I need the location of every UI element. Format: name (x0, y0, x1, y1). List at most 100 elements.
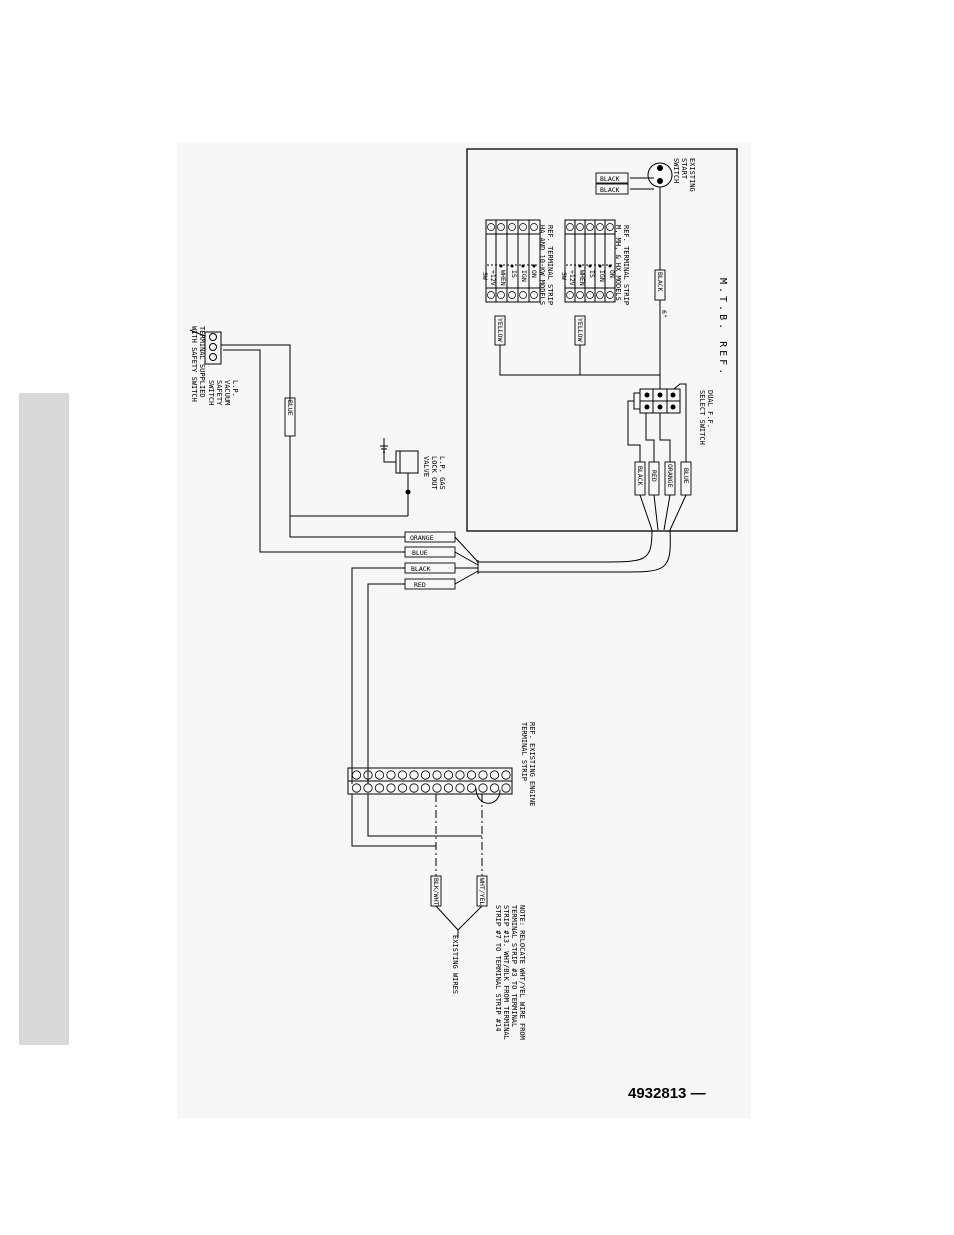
strip-terminal-circle (497, 223, 505, 231)
svg-text:NOTE: RELOCATE WHT/YEL WIRE FR: NOTE: RELOCATE WHT/YEL WIRE FROM (518, 905, 526, 1040)
svg-text:TERMINAL STRIP: TERMINAL STRIP (520, 722, 528, 781)
strip-2-text-b: IS IGN ON (510, 270, 538, 282)
svg-text:LOCK OUT: LOCK OUT (430, 456, 438, 491)
engine-terminal-circle (478, 783, 488, 793)
svg-text:TERMINAL SUPPLIED: TERMINAL SUPPLIED (198, 326, 206, 398)
svg-text:+12V: +12V (568, 270, 576, 286)
svg-text:L.P.: L.P. (231, 380, 239, 397)
strip-terminal-circle (530, 223, 538, 231)
svg-text:SAFETY: SAFETY (215, 380, 223, 406)
svg-text:SWITCH: SWITCH (672, 158, 680, 183)
engine-terminal-circle (443, 770, 454, 780)
svg-text:RED: RED (414, 581, 426, 589)
svg-text:L.P. GAS: L.P. GAS (438, 456, 446, 490)
svg-text:EXISTING: EXISTING (688, 158, 696, 192)
start-switch-label: EXISTING START SWITCH (672, 158, 696, 192)
svg-text:REF. TERMINAL STRIP: REF. TERMINAL STRIP (546, 225, 554, 305)
svg-text:TERMINAL STRIP #3 TO TERMINAL: TERMINAL STRIP #3 TO TERMINAL (510, 905, 518, 1027)
svg-text:BLACK: BLACK (411, 565, 431, 573)
engine-terminal-circle (432, 783, 442, 793)
svg-text:REF. TERMINAL STRIP: REF. TERMINAL STRIP (622, 225, 630, 305)
dual-fuel-label: DUAL F.F. SELECT SWITCH (698, 390, 714, 445)
svg-text:IS: IS (510, 270, 518, 278)
svg-text:WITH SAFETY SWITCH: WITH SAFETY SWITCH (190, 326, 198, 402)
engine-terminal-circle (466, 783, 477, 793)
engine-terminal-circle (409, 770, 419, 780)
strip-terminal-circle (596, 223, 604, 231)
note-text: NOTE: RELOCATE WHT/YEL WIRE FROM TERMINA… (494, 905, 526, 1040)
svg-text:6": 6" (660, 310, 668, 318)
svg-text:EXISTING WIRES: EXISTING WIRES (451, 935, 459, 994)
svg-text:BLUE: BLUE (682, 468, 690, 484)
engine-terminal-circle (489, 783, 500, 793)
svg-text:SWITCH: SWITCH (207, 380, 215, 405)
existing-wires-label: EXISTING WIRES (451, 935, 459, 994)
side-tab (19, 393, 69, 1045)
engine-terminal-circle (420, 770, 431, 780)
strip-terminal-circle (487, 291, 495, 299)
svg-text:IGN: IGN (598, 270, 606, 282)
strip-terminal-circle (530, 291, 538, 299)
svg-text:BLACK: BLACK (656, 272, 664, 292)
strip-terminal-circle (566, 291, 574, 299)
strip-terminal-circle (487, 223, 495, 231)
svg-text:YELLOW: YELLOW (576, 318, 584, 342)
engine-terminal-circle (374, 770, 385, 780)
strip-terminal-circle (596, 291, 604, 299)
mtb-ref-box (466, 148, 738, 532)
strip-terminal-circle (519, 291, 527, 299)
engine-terminal-circle (397, 783, 408, 793)
svg-text:VALVE: VALVE (422, 456, 430, 477)
mtb-ref-title: M.T.B. REF. (717, 278, 728, 377)
figure-number: 4932813 — (628, 1085, 706, 1102)
svg-text:SELECT SWITCH: SELECT SWITCH (698, 390, 706, 445)
engine-terminal-circle (374, 783, 385, 793)
strip-terminal-circle (566, 223, 574, 231)
engine-terminal-circle (351, 770, 362, 780)
engine-terminal-circle (489, 770, 500, 780)
engine-terminal-circle (432, 770, 442, 780)
svg-text:IS: IS (588, 270, 596, 278)
svg-text:VACUUM: VACUUM (223, 380, 231, 405)
svg-text:M, MH, & HX MODELS: M, MH, & HX MODELS (614, 225, 622, 301)
engine-terminal-circle (386, 770, 396, 780)
engine-terminal-circle (501, 783, 511, 793)
strip-terminal-circle (606, 223, 614, 231)
svg-text:WHEN: WHEN (578, 270, 586, 286)
terminal-supplied-label: TERMINAL SUPPLIED WITH SAFETY SWITCH (190, 326, 206, 402)
figure-background (177, 143, 751, 1118)
engine-terminal-circle (478, 770, 488, 780)
lp-gas-valve (380, 438, 419, 516)
lp-gas-valve-label: L.P. GAS LOCK OUT VALVE (422, 456, 446, 491)
strip-terminal-circle (606, 291, 614, 299)
engine-terminal-circle (386, 783, 396, 793)
engine-terminal-circle (351, 783, 362, 793)
svg-text:BLACK: BLACK (636, 466, 644, 486)
strip-terminal-circle (586, 223, 594, 231)
terminal-strip-1 (564, 219, 616, 303)
strip-terminal-circle (508, 291, 516, 299)
strip-terminal-circle (519, 223, 527, 231)
svg-text:SW: SW (481, 272, 489, 280)
svg-text:ON: ON (608, 270, 616, 278)
engine-terminal-circle (443, 783, 454, 793)
engine-terminal-circle (466, 770, 477, 780)
svg-text:ORANGE: ORANGE (666, 464, 674, 488)
svg-text:BLUE: BLUE (286, 400, 294, 416)
strip-1-text-b: IS IGN ON (588, 270, 616, 282)
svg-text:STRIP #13. WHT/BLK FROM TERMIN: STRIP #13. WHT/BLK FROM TERMINAL (502, 905, 510, 1040)
svg-text:RED: RED (650, 470, 658, 482)
svg-text:DUAL F.F.: DUAL F.F. (706, 390, 714, 428)
strip-terminal-circle (497, 291, 505, 299)
strip-2-label: REF. TERMINAL STRIP HA AND 10-KW MODELS (538, 225, 554, 305)
strip-terminal-circle (508, 223, 516, 231)
engine-terminal-circle (420, 783, 431, 793)
engine-terminal-circle (455, 783, 465, 793)
lp-vacuum-switch-label: L.P. VACUUM SAFETY SWITCH (207, 380, 239, 406)
svg-text:M.T.B. REF.: M.T.B. REF. (717, 278, 728, 377)
svg-text:BLACK: BLACK (600, 175, 620, 183)
svg-text:REF. EXISTING ENGINE: REF. EXISTING ENGINE (528, 722, 536, 806)
strip-terminal-circle (576, 223, 584, 231)
engine-strip-label: REF. EXISTING ENGINE TERMINAL STRIP (520, 722, 536, 806)
